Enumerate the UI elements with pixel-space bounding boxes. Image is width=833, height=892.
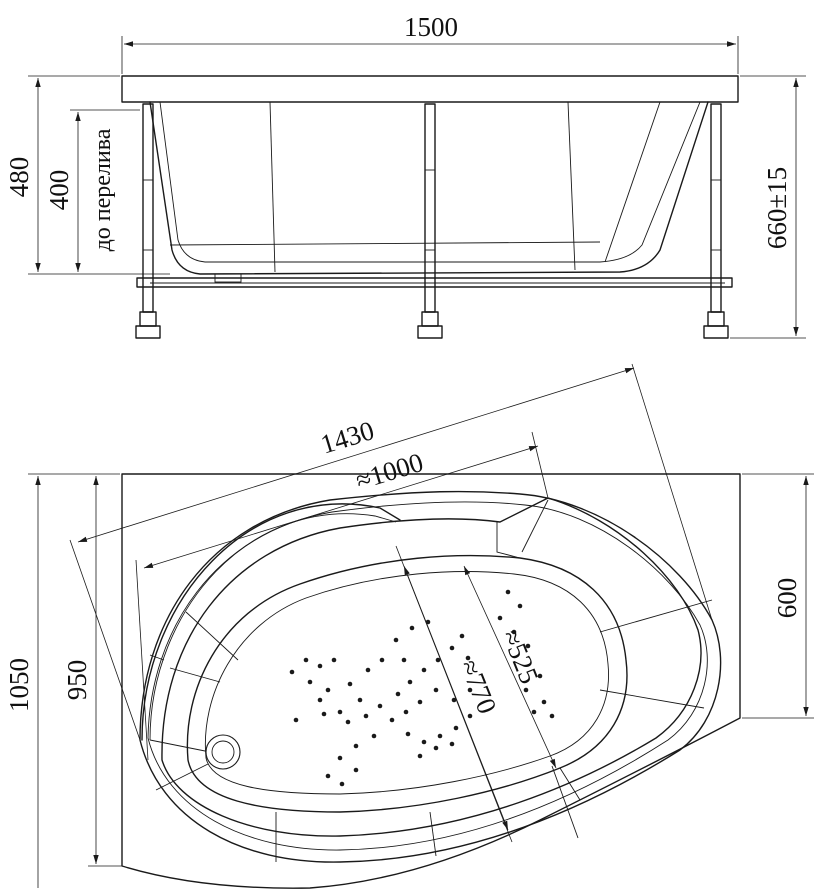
- jet-nozzle: [523, 687, 529, 693]
- jet-nozzle: [517, 603, 523, 609]
- jet-nozzle: [453, 725, 459, 731]
- basin-outline: [186, 554, 628, 813]
- left-leg: [135, 103, 161, 339]
- jet-nozzle: [339, 781, 345, 787]
- drain-inner: [211, 740, 235, 764]
- jet-nozzle: [467, 713, 473, 719]
- tub-panel-outline: [121, 473, 741, 889]
- dim-label-600: 600: [772, 578, 802, 619]
- jet-nozzle: [531, 709, 537, 715]
- dim-label-1430: 1430: [317, 415, 377, 459]
- jet-nozzle: [435, 657, 441, 663]
- dim-line-770: [403, 565, 509, 831]
- jet-nozzle: [293, 717, 299, 723]
- top-view: 1430 ≈1000 ≈770 ≈525 1050 950 600: [4, 363, 814, 889]
- jet-nozzle: [303, 657, 309, 663]
- jet-nozzle: [433, 687, 439, 693]
- drain-outer: [205, 734, 241, 770]
- middle-leg: [417, 103, 443, 339]
- jet-nozzle: [317, 697, 323, 703]
- jet-nozzle: [421, 739, 427, 745]
- jet-nozzle: [337, 709, 343, 715]
- jet-nozzle: [437, 733, 443, 739]
- jet-nozzle: [395, 691, 401, 697]
- jet-nozzle: [389, 717, 395, 723]
- jet-nozzle: [449, 741, 455, 747]
- tub-rim: [121, 75, 739, 103]
- jet-nozzle: [325, 687, 331, 693]
- jet-nozzle: [379, 657, 385, 663]
- jet-nozzle: [363, 713, 369, 719]
- dim-label-400: 400: [44, 170, 74, 211]
- jet-nozzle: [549, 713, 555, 719]
- overflow-caption: до перелива: [90, 128, 116, 251]
- jet-nozzle: [421, 667, 427, 673]
- jet-nozzle: [289, 669, 295, 675]
- jet-nozzle: [541, 699, 547, 705]
- jet-nozzle: [307, 679, 313, 685]
- tub-body: [149, 101, 709, 275]
- jet-nozzle: [337, 755, 343, 761]
- dim-label-660: 660±15: [762, 167, 792, 249]
- jet-nozzle: [371, 733, 377, 739]
- headrest-curve: [141, 503, 401, 741]
- jet-nozzle: [377, 703, 383, 709]
- dim-label-1500: 1500: [404, 12, 458, 42]
- dim-line-525: [463, 565, 557, 769]
- jet-nozzle: [357, 697, 363, 703]
- dim-label-1000: ≈1000: [352, 447, 427, 496]
- jets-group: [289, 589, 555, 787]
- jet-nozzle: [321, 711, 327, 717]
- jet-nozzle: [505, 589, 511, 595]
- jet-nozzle: [433, 745, 439, 751]
- dim-label-480: 480: [4, 157, 34, 198]
- dim-line-1000: [143, 445, 539, 569]
- jet-nozzle: [417, 699, 423, 705]
- right-leg: [703, 103, 729, 339]
- dim-label-770: ≈770: [454, 655, 503, 718]
- jet-nozzle: [345, 719, 351, 725]
- jet-nozzle: [407, 679, 413, 685]
- dim-label-950: 950: [62, 660, 92, 701]
- jet-nozzle: [347, 681, 353, 687]
- jet-nozzle: [459, 633, 465, 639]
- jet-nozzle: [393, 637, 399, 643]
- jet-nozzle: [325, 773, 331, 779]
- jet-nozzle: [449, 645, 455, 651]
- jet-nozzle: [497, 615, 503, 621]
- jet-nozzle: [353, 743, 359, 749]
- jet-nozzle: [403, 709, 409, 715]
- jet-nozzle: [365, 667, 371, 673]
- jet-nozzle: [353, 767, 359, 773]
- dim-label-1050: 1050: [4, 658, 34, 712]
- dim-line-1430: [77, 367, 635, 543]
- jet-nozzle: [405, 731, 411, 737]
- jet-nozzle: [317, 663, 323, 669]
- jet-nozzle: [331, 657, 337, 663]
- jet-nozzle: [409, 625, 415, 631]
- dim-label-525: ≈525: [496, 625, 545, 688]
- side-view: 1500 480 400 до перелива 660±15: [4, 12, 806, 339]
- jet-nozzle: [417, 753, 423, 759]
- jet-nozzle: [401, 657, 407, 663]
